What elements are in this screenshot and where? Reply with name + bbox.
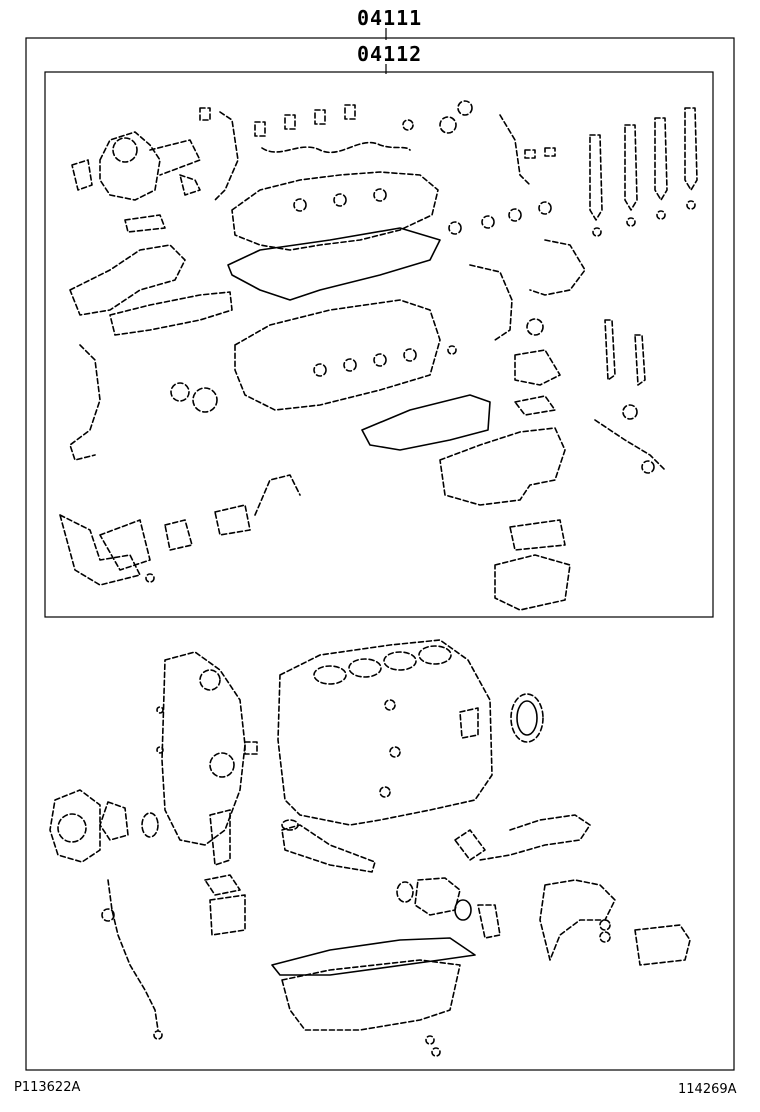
dipstick-o-ring [101, 908, 115, 922]
rear-oil-seal-inner [516, 700, 538, 736]
seal-ring-b [192, 387, 218, 413]
oil-pan [271, 937, 476, 1031]
footer-reference-left: P113622A [14, 1080, 81, 1095]
head-cover-gasket [227, 227, 441, 301]
timing-chain-cover [156, 651, 258, 846]
water-inlet-pipes [396, 814, 591, 939]
water-bypass-pipe [69, 344, 101, 461]
oil-cooler-parts [539, 879, 691, 966]
oil-pickup-o-ring [281, 819, 299, 831]
injector-seals-top [254, 100, 473, 154]
cylinder-head-gasket [361, 394, 491, 451]
part-number-04112: 04112 [357, 42, 423, 66]
rear-oil-seal-outer [510, 693, 544, 743]
water-pump [49, 789, 159, 863]
outer-kit-frame [25, 37, 735, 1071]
seal-ring-a [170, 382, 190, 402]
oil-level-gauge-guide [107, 879, 159, 1031]
turbocharger [71, 131, 201, 201]
drain-plug [431, 1047, 441, 1057]
thermostat-housing [204, 809, 246, 936]
egr-cooler [59, 474, 301, 586]
o-ring-upper [526, 318, 544, 336]
footer-reference-right: 114269A [678, 1082, 737, 1097]
cylinder-head [234, 299, 441, 411]
fuel-injectors [589, 107, 698, 237]
water-pipe-upper [529, 239, 586, 296]
fuel-pipe [469, 264, 513, 341]
cylinder-block [277, 639, 493, 826]
intake-manifold [69, 214, 186, 316]
oil-pickup [281, 824, 376, 873]
drain-plug-gasket [425, 1035, 435, 1045]
egr-valve-parts [514, 319, 666, 474]
washer-upper [447, 345, 457, 355]
inner-kit-frame [44, 71, 714, 618]
part-number-04111: 04111 [357, 6, 423, 30]
dipstick-washer [153, 1030, 163, 1040]
intake-manifold-gasket [109, 291, 233, 336]
throttle-body [494, 519, 571, 611]
studs-top-left [179, 107, 239, 201]
exhaust-manifold [439, 427, 566, 506]
fuel-return-line [448, 114, 556, 235]
cylinder-head-cover [231, 171, 439, 251]
